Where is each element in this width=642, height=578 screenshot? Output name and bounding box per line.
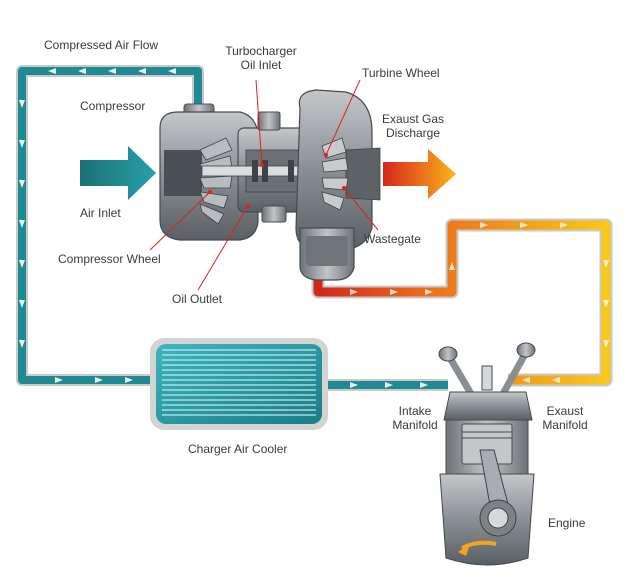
- exhaust-gas-discharge-label: Exaust Gas Discharge: [370, 112, 456, 140]
- air-inlet-label: Air Inlet: [80, 206, 121, 220]
- air-inlet-arrow-icon: [80, 146, 156, 200]
- intake-manifold-label: Intake Manifold: [386, 404, 444, 432]
- turbine-wheel: [321, 137, 349, 211]
- turbocharger-oil-inlet-line1: Turbocharger: [225, 44, 297, 58]
- intake-manifold-line1: Intake: [398, 404, 432, 418]
- wastegate-label: Wastegate: [364, 232, 421, 246]
- turbocharger-oil-inlet-label: Turbocharger Oil Inlet: [218, 44, 304, 72]
- exhaust-pipe: [311, 218, 613, 387]
- oil-outlet-label: Oil Outlet: [172, 292, 223, 306]
- exhaust-gas-discharge-line2: Discharge: [385, 126, 441, 140]
- exhaust-manifold-line2: Manifold: [542, 418, 588, 432]
- charger-air-cooler: [150, 338, 328, 430]
- turbine-wheel-label: Turbine Wheel: [362, 66, 440, 80]
- label-pointers: [149, 79, 379, 291]
- turbocharger-oil-inlet-line2: Oil Inlet: [240, 58, 282, 72]
- compressed-air-pipe: [16, 65, 448, 391]
- compressed-air-flow-label: Compressed Air Flow: [44, 38, 159, 52]
- exhaust-manifold-label: Exaust Manifold: [534, 404, 596, 432]
- charger-air-cooler-label: Charger Air Cooler: [188, 442, 288, 456]
- exhaust-manifold-line1: Exaust: [546, 404, 584, 418]
- exhaust-arrow-icon: [383, 149, 456, 199]
- intake-manifold-line2: Manifold: [392, 418, 438, 432]
- exhaust-gas-discharge-line1: Exaust Gas: [381, 112, 445, 126]
- exhaust-valve: [500, 342, 536, 396]
- turbocharger: [159, 89, 381, 281]
- engine-label: Engine: [548, 516, 586, 530]
- compressor-label: Compressor: [80, 99, 146, 113]
- intake-valve: [438, 346, 474, 396]
- compressor-wheel-label: Compressor Wheel: [58, 252, 161, 266]
- engine: [438, 342, 536, 566]
